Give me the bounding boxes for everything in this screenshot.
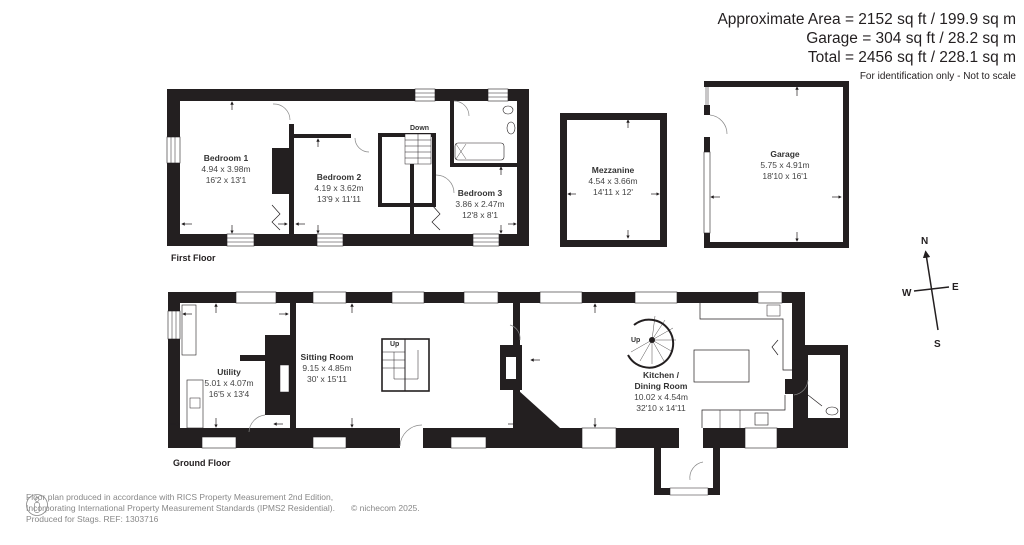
room-dim-imperial: 16'5 x 13'4 [209, 389, 250, 399]
room-name: Garage [770, 149, 800, 159]
toilet-icon [502, 105, 514, 115]
room-dim-imperial: 13'9 x 11'11 [317, 194, 361, 204]
copyright: © nichecom 2025. [351, 503, 420, 513]
room-dim-metric: 3.86 x 2.47m [455, 199, 504, 209]
footer-line-3: Produced for Stags. REF: 1303716 [26, 514, 159, 524]
scale-disclaimer: For identification only - Not to scale [859, 71, 1016, 82]
footer: Floor plan produced in accordance with R… [26, 492, 420, 525]
sink-icon [189, 397, 201, 409]
room-dim-imperial: 16'2 x 13'1 [206, 175, 247, 185]
stairs-down-label: Down [410, 125, 429, 132]
ground-floor-label: Ground Floor [173, 458, 231, 468]
room-dim-imperial: 12'8 x 8'1 [462, 210, 498, 220]
room-dim-metric: 4.19 x 3.62m [314, 183, 363, 193]
room-name: Utility [217, 367, 241, 377]
room-dim-metric: 4.94 x 3.98m [201, 164, 250, 174]
footer-line-1: Floor plan produced in accordance with R… [26, 492, 334, 502]
room-name: Bedroom 1 [204, 153, 249, 163]
hob-icon [754, 412, 769, 426]
room-dim-metric: 10.02 x 4.54m [634, 392, 688, 402]
room-name: Mezzanine [592, 165, 635, 175]
svg-text:N: N [921, 236, 928, 247]
room-name: Bedroom 3 [458, 188, 503, 198]
sink-icon [766, 304, 781, 317]
room-name: Kitchen / [643, 370, 680, 380]
garage-plan: Garage 5.75 x 4.91m 18'10 x 16'1 [703, 81, 849, 248]
compass-icon: N W E S [902, 236, 959, 350]
room-dim-imperial: 32'10 x 14'11 [636, 403, 686, 413]
basin-icon [506, 121, 516, 135]
first-floor-label: First Floor [171, 253, 216, 263]
room-dim-imperial: 14'11 x 12' [593, 187, 633, 197]
room-name-2: Dining Room [635, 381, 688, 391]
kitchen-island [693, 349, 750, 383]
room-dim-metric: 5.01 x 4.07m [204, 378, 253, 388]
area-summary: Approximate Area = 2152 sq ft / 199.9 sq… [717, 10, 1016, 84]
approximate-area: Approximate Area = 2152 sq ft / 199.9 sq… [717, 11, 1016, 28]
svg-text:Up: Up [631, 337, 640, 344]
room-dim-metric: 4.54 x 3.66m [588, 176, 637, 186]
first-floor-plan: Down Bedroom 1 4.94 x [166, 88, 529, 263]
ground-floor-plan: Up Up [167, 291, 848, 496]
total-area: Total = 2456 sq ft / 228.1 sq m [807, 49, 1016, 66]
room-dim-metric: 9.15 x 4.85m [302, 363, 351, 373]
footer-line-2: Incorporating International Property Mea… [26, 503, 335, 513]
svg-text:S: S [934, 339, 941, 350]
person-icon [26, 494, 48, 516]
room-name: Bedroom 2 [317, 172, 362, 182]
garage-area: Garage = 304 sq ft / 28.2 sq m [806, 30, 1016, 47]
svg-text:W: W [902, 288, 912, 299]
svg-text:E: E [952, 282, 959, 293]
room-dim-imperial: 30' x 15'11 [307, 374, 347, 384]
room-dim-imperial: 18'10 x 16'1 [762, 171, 808, 181]
mezzanine-plan: Mezzanine 4.54 x 3.66m 14'11 x 12' [560, 113, 667, 247]
spiral-staircase-icon: Up [627, 315, 676, 369]
stairs-up-label: Up [390, 341, 399, 348]
room-dim-metric: 5.75 x 4.91m [760, 160, 809, 170]
room-name: Sitting Room [301, 352, 354, 362]
